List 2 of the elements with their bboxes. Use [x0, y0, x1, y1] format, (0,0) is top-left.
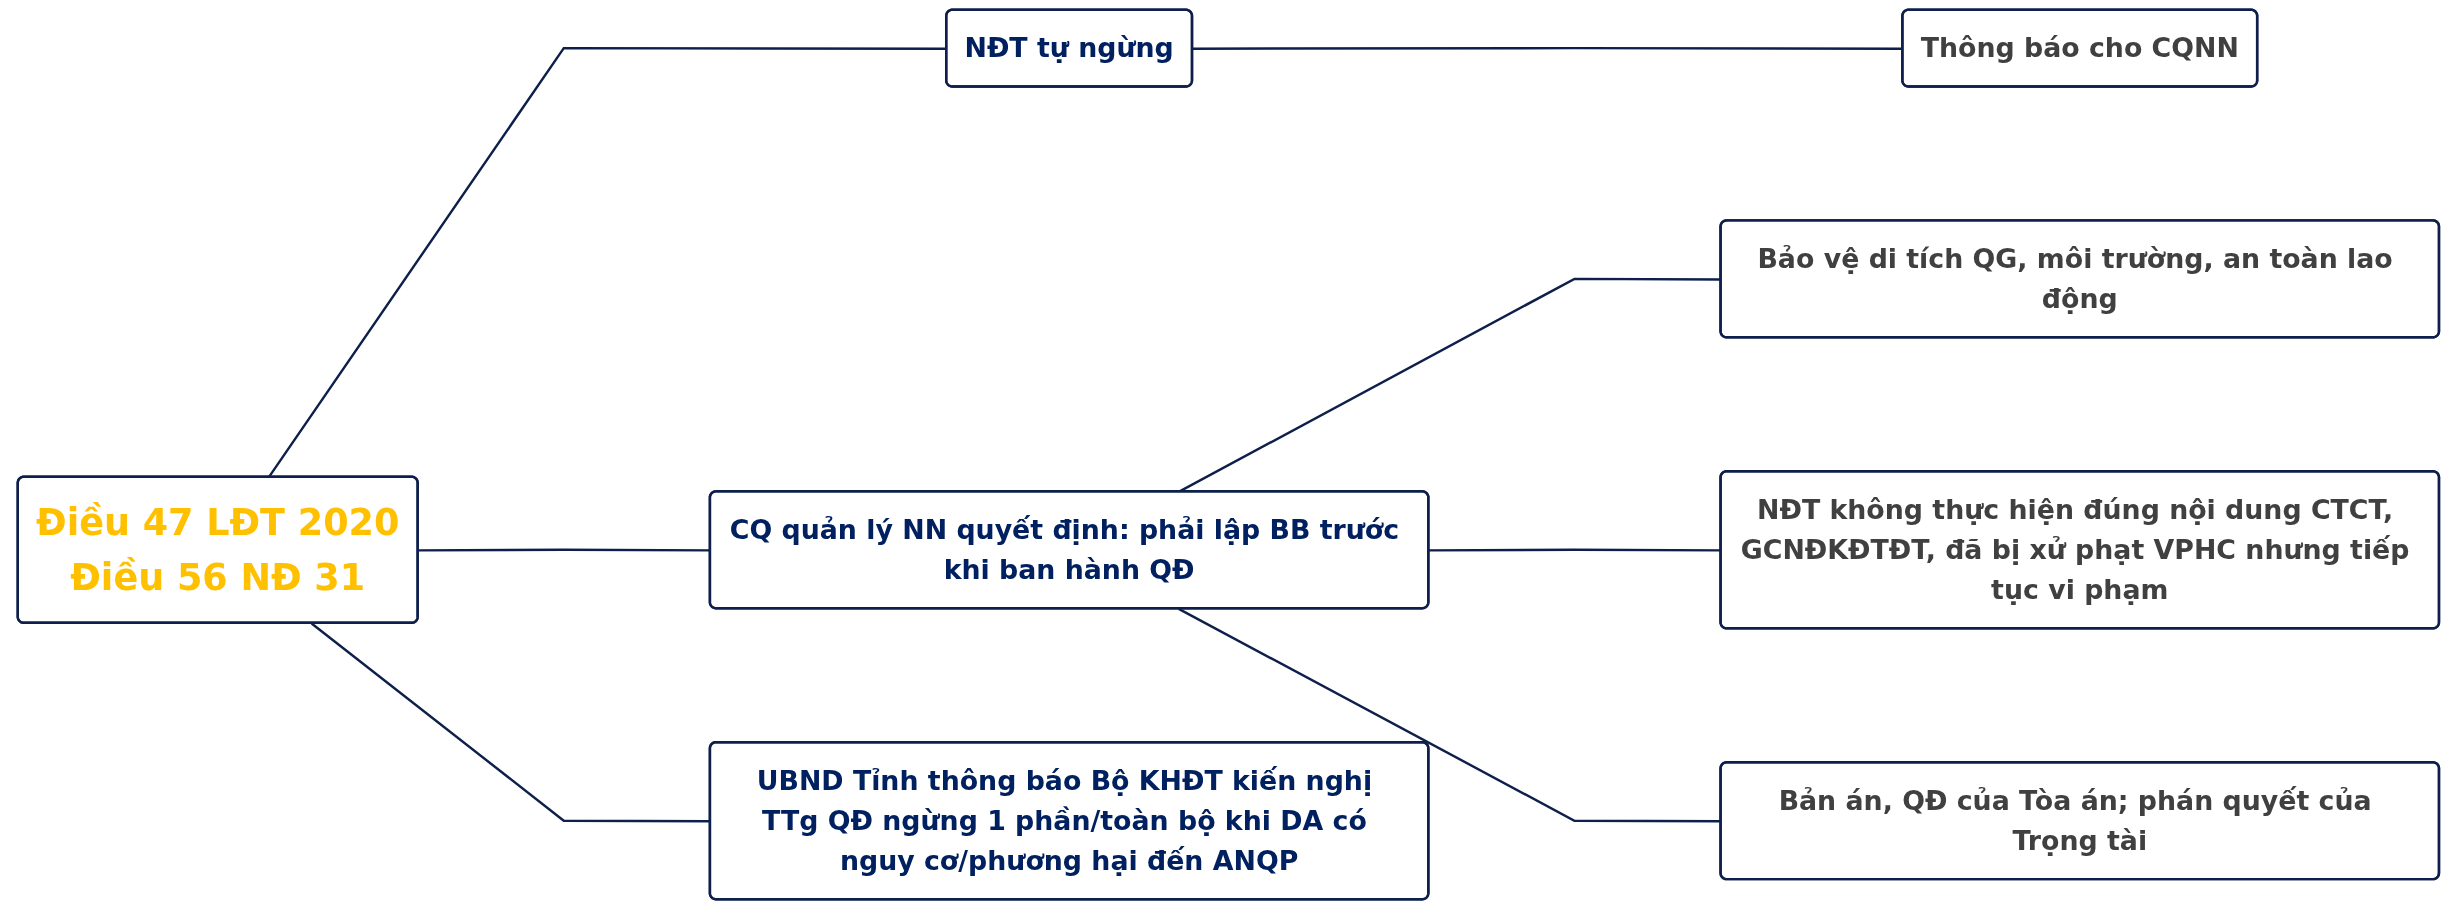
connector	[1428, 548, 1721, 552]
connector	[1192, 46, 1903, 50]
